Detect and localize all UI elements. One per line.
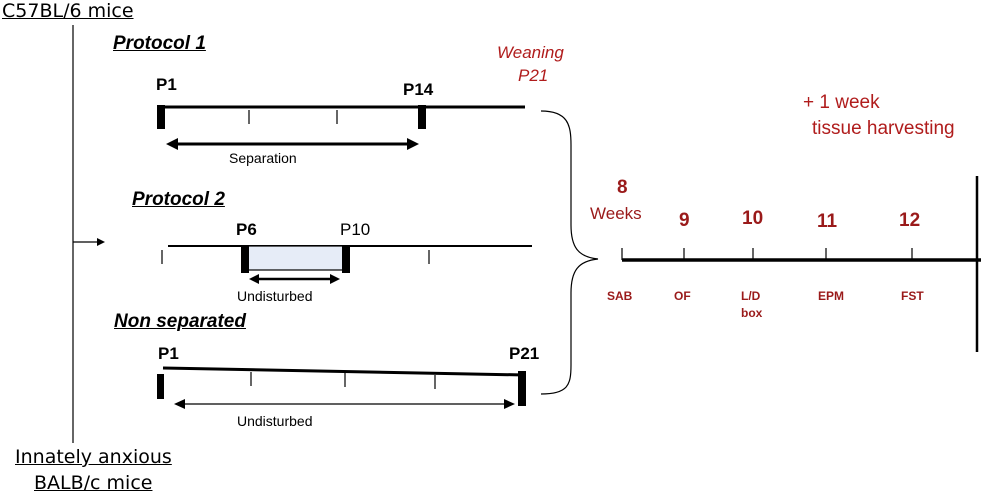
test-fst: FST	[901, 289, 924, 303]
protocol-1-end-label: P14	[403, 80, 434, 99]
protocol-2-start-bar	[241, 246, 249, 273]
weaning-label: Weaning	[497, 43, 564, 62]
non-separated-end-bar	[518, 371, 526, 406]
week-11-number: 11	[817, 211, 838, 232]
non-separated-start-label: P1	[158, 344, 179, 363]
protocol-1-start-bar	[157, 105, 165, 129]
non-separated-timeline	[157, 366, 526, 409]
protocol-2-caption: Undisturbed	[237, 288, 313, 304]
protocol-2-end-bar	[342, 246, 350, 273]
test-ld-box: box	[741, 306, 763, 320]
weaning-day-label: P21	[518, 66, 549, 85]
protocol-1-end-bar	[418, 105, 426, 129]
test-of: OF	[674, 289, 691, 303]
branch-arrow-head	[97, 238, 105, 246]
adult-weeks-timeline	[621, 176, 981, 352]
protocol-1-start-label: P1	[156, 75, 177, 94]
week-8-number: 8	[617, 177, 628, 198]
week-8-unit: Weeks	[590, 204, 642, 223]
protocol-2-title: Protocol 2	[132, 189, 225, 210]
protocol-2-separation-window	[245, 245, 345, 271]
harvest-label-line1: + 1 week	[803, 92, 880, 113]
protocol-2-end-label: P10	[340, 220, 371, 239]
non-separated-end-label: P21	[509, 344, 540, 363]
test-epm: EPM	[818, 289, 845, 303]
test-sab: SAB	[607, 289, 633, 303]
protocol-1-caption: Separation	[229, 150, 297, 166]
week-10-number: 10	[742, 208, 764, 229]
strain-bottom-label-line2: BALB/c mice	[34, 472, 153, 494]
non-separated-caption: Undisturbed	[237, 413, 313, 429]
strain-bottom-label-line1: Innately anxious	[15, 446, 172, 468]
protocol-2-start-label: P6	[236, 220, 257, 239]
test-ld: L/D	[741, 289, 761, 303]
non-separated-title: Non separated	[114, 311, 246, 332]
protocol-1-title: Protocol 1	[113, 33, 206, 54]
strain-top-label: C57BL/6 mice	[2, 0, 134, 22]
weaning-curly-brace	[540, 110, 599, 395]
week-9-number: 9	[679, 210, 690, 231]
protocol-2-timeline	[161, 245, 532, 284]
protocol-1-timeline	[157, 105, 525, 150]
harvest-label-line2: tissue harvesting	[812, 118, 955, 139]
week-12-number: 12	[899, 210, 921, 231]
non-separated-start-bar	[157, 374, 164, 399]
